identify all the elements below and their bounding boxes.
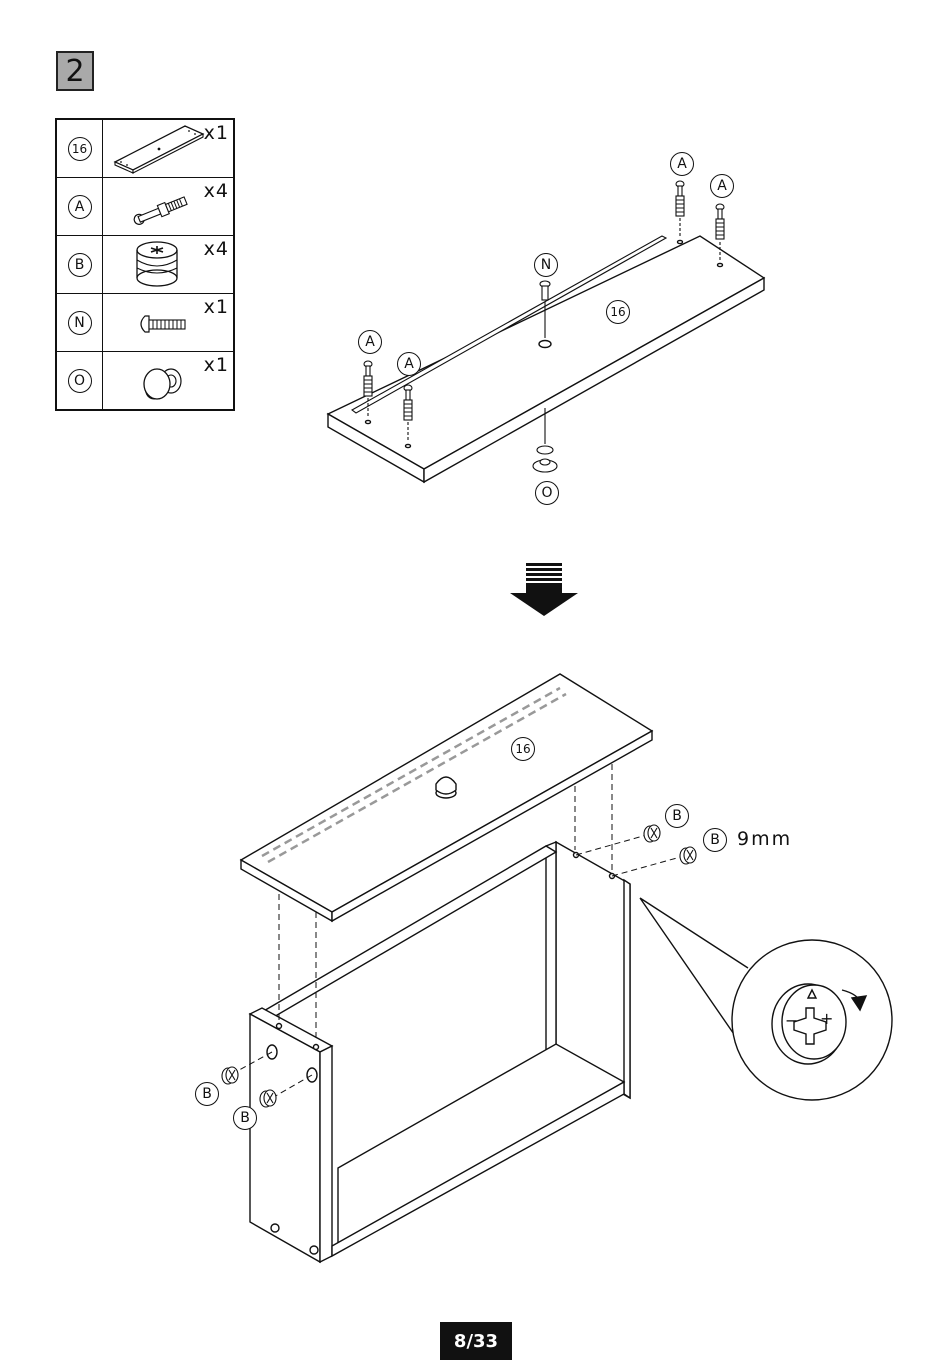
callout-label-o: O	[535, 481, 559, 505]
callout-label-b: B	[665, 804, 689, 828]
cam-lock-detail-callout: − +	[640, 898, 892, 1100]
callout-label-a: A	[710, 174, 734, 198]
page-number: 8/33	[440, 1322, 512, 1360]
svg-text:+: +	[820, 1009, 833, 1028]
down-arrow-icon	[510, 563, 578, 616]
measurement-label: 9mm	[737, 828, 792, 850]
callout-label-a: A	[670, 152, 694, 176]
callout-label-a: A	[397, 352, 421, 376]
callout-label-b: B	[703, 828, 727, 852]
cam-lock-icon	[644, 825, 660, 842]
svg-text:−: −	[785, 1011, 798, 1030]
cam-bolt-icon	[676, 181, 684, 238]
callout-label-a: A	[358, 330, 382, 354]
callout-label-n: N	[534, 253, 558, 277]
cabinet-diagram	[241, 674, 652, 1262]
callout-label-b: B	[233, 1106, 257, 1130]
callout-label-b: B	[195, 1082, 219, 1106]
cam-lock-icon	[222, 1067, 238, 1084]
cam-lock-icon	[260, 1090, 276, 1107]
callout-label-panel: 16	[606, 300, 630, 324]
callout-label-panel: 16	[511, 737, 535, 761]
cam-lock-icon	[680, 847, 696, 864]
